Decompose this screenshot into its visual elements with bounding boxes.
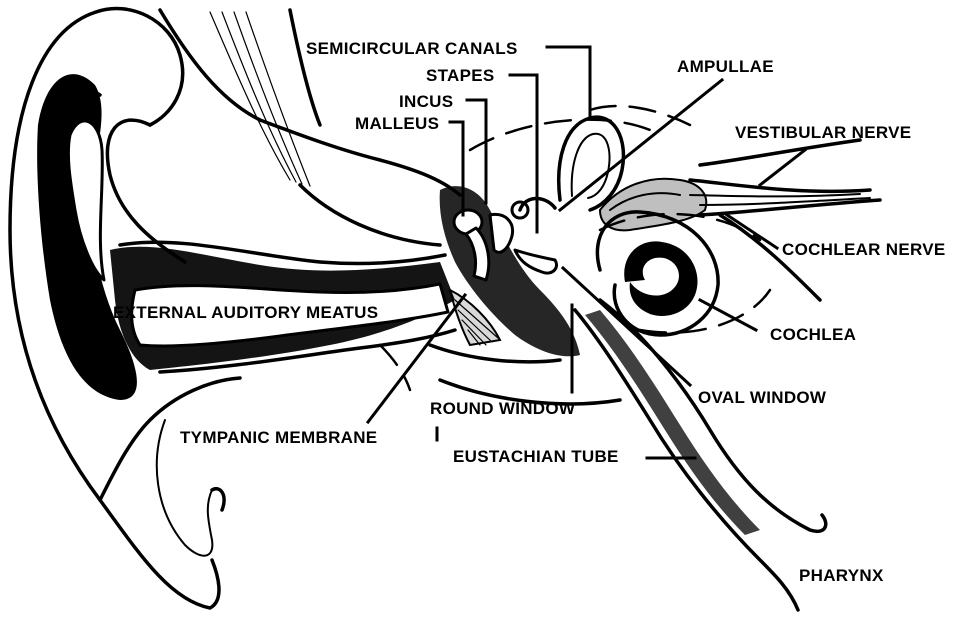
leader-cochlea — [700, 300, 756, 330]
label-tympanic-membrane: TYMPANIC MEMBRANE — [180, 428, 377, 447]
leader-incus — [467, 100, 486, 203]
label-round-window: ROUND WINDOW — [430, 399, 576, 418]
label-eustachian-tube: EUSTACHIAN TUBE — [453, 447, 619, 466]
middle-ear — [440, 186, 580, 356]
label-malleus: MALLEUS — [355, 114, 439, 133]
label-oval-window: OVAL WINDOW — [698, 388, 827, 407]
label-cochlea: COCHLEA — [770, 325, 856, 344]
leader-semicircular-canals — [547, 47, 590, 118]
label-vestibular-nerve: VESTIBULAR NERVE — [735, 123, 911, 142]
label-incus: INCUS — [399, 92, 453, 111]
label-stapes: STAPES — [426, 66, 495, 85]
label-cochlear-nerve: COCHLEAR NERVE — [782, 240, 946, 259]
label-semicircular-canals: SEMICIRCULAR CANALS — [306, 39, 518, 58]
label-pharynx: PHARYNX — [799, 566, 884, 585]
leader-cochlear-nerve — [727, 215, 777, 248]
label-external-auditory-meatus: EXTERNAL AUDITORY MEATUS — [113, 303, 378, 322]
label-ampullae: AMPULLAE — [677, 57, 774, 76]
